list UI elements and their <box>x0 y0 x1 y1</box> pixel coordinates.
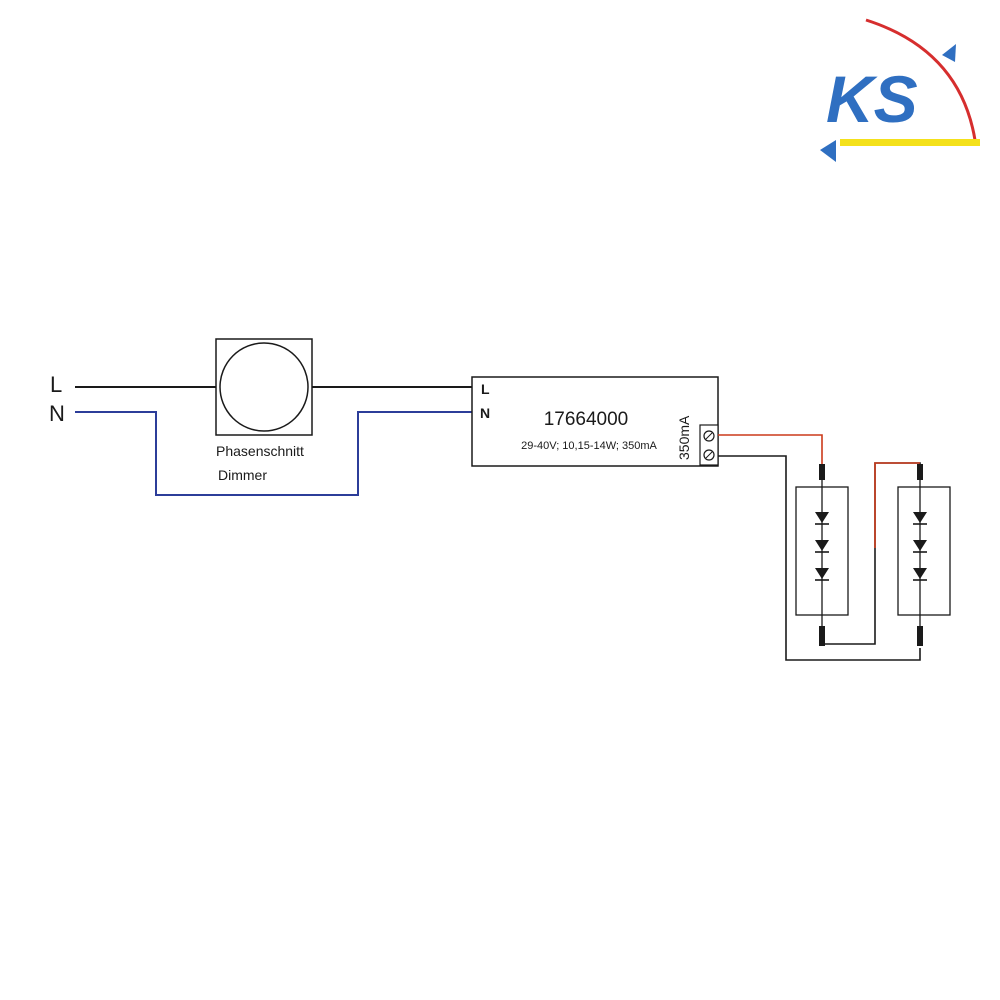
terminal-positive-slot <box>705 432 713 440</box>
wire-positive-to-module-1 <box>718 434 823 468</box>
logo-arrow-bottom-icon <box>820 140 836 162</box>
driver-input-L: L <box>481 381 490 397</box>
terminal-negative-slot <box>705 451 713 459</box>
led-diode-icon <box>815 540 829 551</box>
dimmer-knob-icon <box>219 342 309 432</box>
driver-specs: 29-40V; 10,15-14W; 350mA <box>521 440 657 452</box>
driver-input-N: N <box>480 405 490 421</box>
output-terminal-block <box>699 424 719 466</box>
dimmer-label-line1: Phasenschnitt <box>216 443 304 459</box>
wire-module-link-positive <box>874 462 920 548</box>
logo-text: KS <box>826 62 918 136</box>
led-module-2 <box>897 464 951 646</box>
logo-red-arc <box>865 18 977 141</box>
led-diode-icon <box>815 568 829 579</box>
driver-output-label: 350mA <box>676 415 692 460</box>
logo-arrow-top-icon <box>942 44 956 62</box>
logo-yellow-bar <box>840 139 980 146</box>
led-diode-icon <box>913 568 927 579</box>
led-diode-icon <box>913 540 927 551</box>
connector-top-icon <box>917 464 923 480</box>
driver-model: 17664000 <box>544 409 629 430</box>
wire-negative <box>718 455 921 661</box>
dimmer: Phasenschnitt Dimmer <box>215 338 313 483</box>
led-driver: L N 17664000 29-40V; 10,15-14W; 350mA 35… <box>471 376 719 467</box>
dimmer-label-line2: Dimmer <box>218 467 267 483</box>
led-module-1 <box>795 464 849 646</box>
led-diode-icon <box>913 512 927 523</box>
connector-top-icon <box>819 464 825 480</box>
driver-housing <box>471 376 719 467</box>
led-modules <box>795 464 951 646</box>
connector-bottom-icon <box>917 626 923 646</box>
mains-neutral-label: N <box>49 401 65 426</box>
mains-line-label: L <box>50 372 62 397</box>
wire-neutral <box>75 411 472 496</box>
led-diode-icon <box>815 512 829 523</box>
led-module-board <box>897 486 951 616</box>
ks-logo: KS <box>820 18 980 162</box>
connector-bottom-icon <box>819 626 825 646</box>
